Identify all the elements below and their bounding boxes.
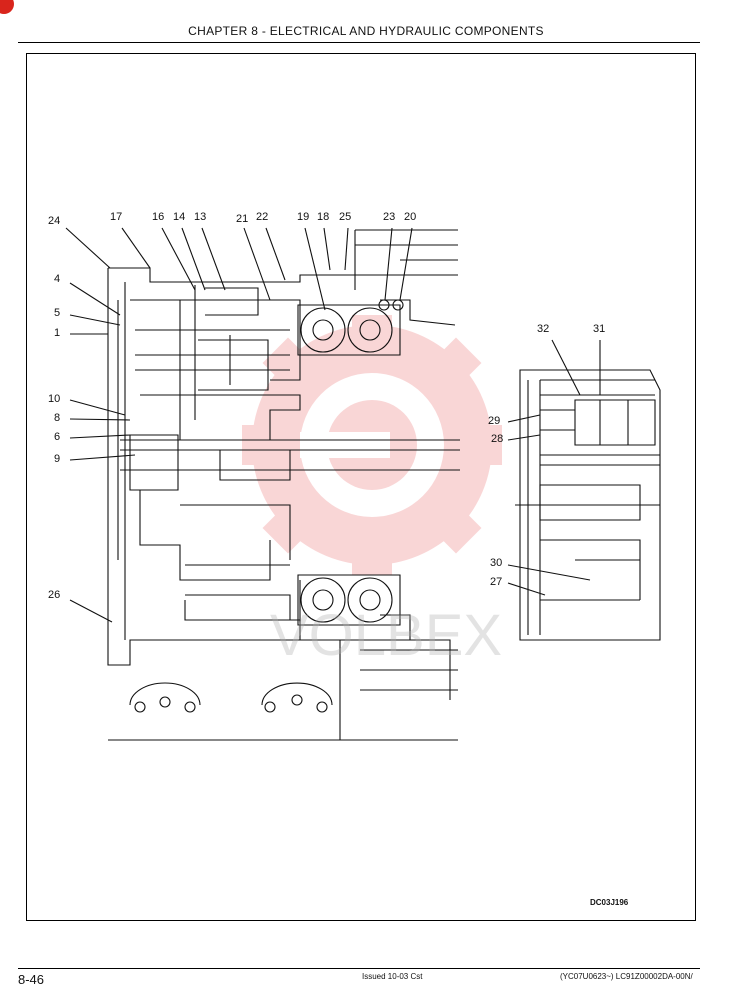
corner-badge bbox=[0, 0, 14, 14]
callout-6: 6 bbox=[54, 431, 61, 443]
callout-10: 10 bbox=[48, 393, 61, 405]
callout-27: 27 bbox=[490, 576, 503, 588]
watermark-text: VOLBEX bbox=[270, 603, 502, 668]
callout-5: 5 bbox=[54, 307, 61, 319]
chapter-title: CHAPTER 8 - ELECTRICAL AND HYDRAULIC COM… bbox=[188, 24, 544, 38]
page-number: 8-46 bbox=[18, 972, 45, 987]
figure-frame bbox=[26, 53, 696, 921]
callout-18: 18 bbox=[317, 211, 330, 223]
callout-21: 21 bbox=[236, 213, 249, 225]
callout-1: 1 bbox=[54, 327, 61, 339]
issued-date: Issued 10-03 Cst bbox=[362, 972, 423, 981]
callout-19: 19 bbox=[297, 211, 310, 223]
callout-22: 22 bbox=[256, 211, 269, 223]
footer-rule bbox=[18, 968, 700, 969]
callout-14: 14 bbox=[173, 211, 186, 223]
callout-9: 9 bbox=[54, 453, 61, 465]
callout-25: 25 bbox=[339, 211, 352, 223]
figure-id: DC03J196 bbox=[590, 898, 629, 907]
callout-31: 31 bbox=[593, 323, 606, 335]
callout-32: 32 bbox=[537, 323, 550, 335]
callout-30: 30 bbox=[490, 557, 503, 569]
callout-20: 20 bbox=[404, 211, 417, 223]
callout-8: 8 bbox=[54, 412, 61, 424]
document-code: (YC07U0623~) LC91Z00002DA-00N/ bbox=[560, 972, 693, 981]
callout-29: 29 bbox=[488, 415, 501, 427]
callout-23: 23 bbox=[383, 211, 396, 223]
callout-4: 4 bbox=[54, 273, 61, 285]
callout-28: 28 bbox=[491, 433, 504, 445]
callout-13: 13 bbox=[194, 211, 207, 223]
callout-24: 24 bbox=[48, 215, 61, 227]
header-rule bbox=[18, 42, 700, 43]
callout-26: 26 bbox=[48, 589, 61, 601]
callout-16: 16 bbox=[152, 211, 165, 223]
callout-17: 17 bbox=[110, 211, 123, 223]
watermark-gear-logo bbox=[242, 315, 502, 575]
